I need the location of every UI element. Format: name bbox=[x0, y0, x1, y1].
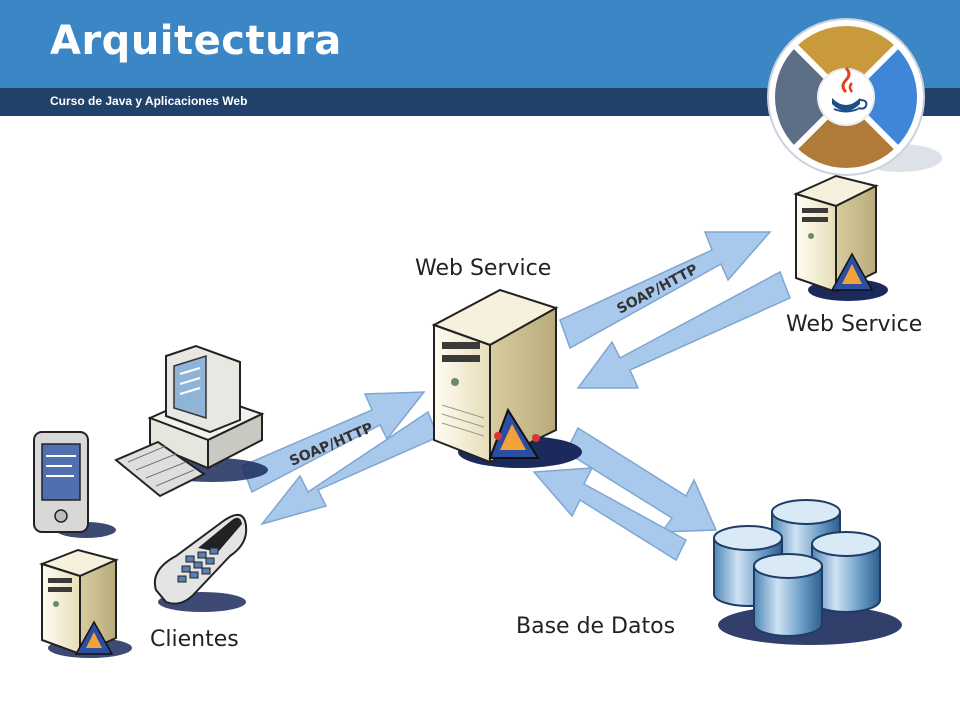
remote-service-label: Web Service bbox=[786, 312, 922, 337]
pda-client bbox=[33, 431, 116, 538]
arrow-database-to-service bbox=[532, 467, 687, 562]
client-gear-icon bbox=[74, 620, 114, 655]
clients-label: Clientes bbox=[150, 627, 239, 652]
java-logo-badge bbox=[767, 18, 942, 176]
mobile-phone-client bbox=[154, 514, 248, 612]
db-cylinder bbox=[811, 531, 881, 613]
remote-gear-icon bbox=[830, 252, 874, 291]
client-server bbox=[38, 548, 132, 658]
slide-subtitle: Curso de Java y Aplicaciones Web bbox=[50, 94, 248, 108]
database-cluster bbox=[713, 499, 902, 645]
arrow-remote-to-service bbox=[576, 270, 791, 389]
service-gear-icon bbox=[488, 407, 540, 459]
central-web-service-server bbox=[431, 288, 582, 468]
remote-web-service-server bbox=[793, 174, 888, 301]
database-label: Base de Datos bbox=[516, 614, 675, 639]
java-coffee-cup-icon bbox=[832, 66, 868, 113]
arrow-service-to-remote: SOAP/HTTP bbox=[559, 231, 772, 350]
arrow-service-to-database bbox=[565, 426, 718, 533]
central-service-label: Web Service bbox=[415, 256, 551, 281]
db-cylinder bbox=[753, 553, 823, 637]
slide-title: Arquitectura bbox=[50, 18, 342, 64]
arrow-service-to-clients bbox=[259, 410, 439, 526]
desktop-computer-client bbox=[114, 344, 268, 498]
